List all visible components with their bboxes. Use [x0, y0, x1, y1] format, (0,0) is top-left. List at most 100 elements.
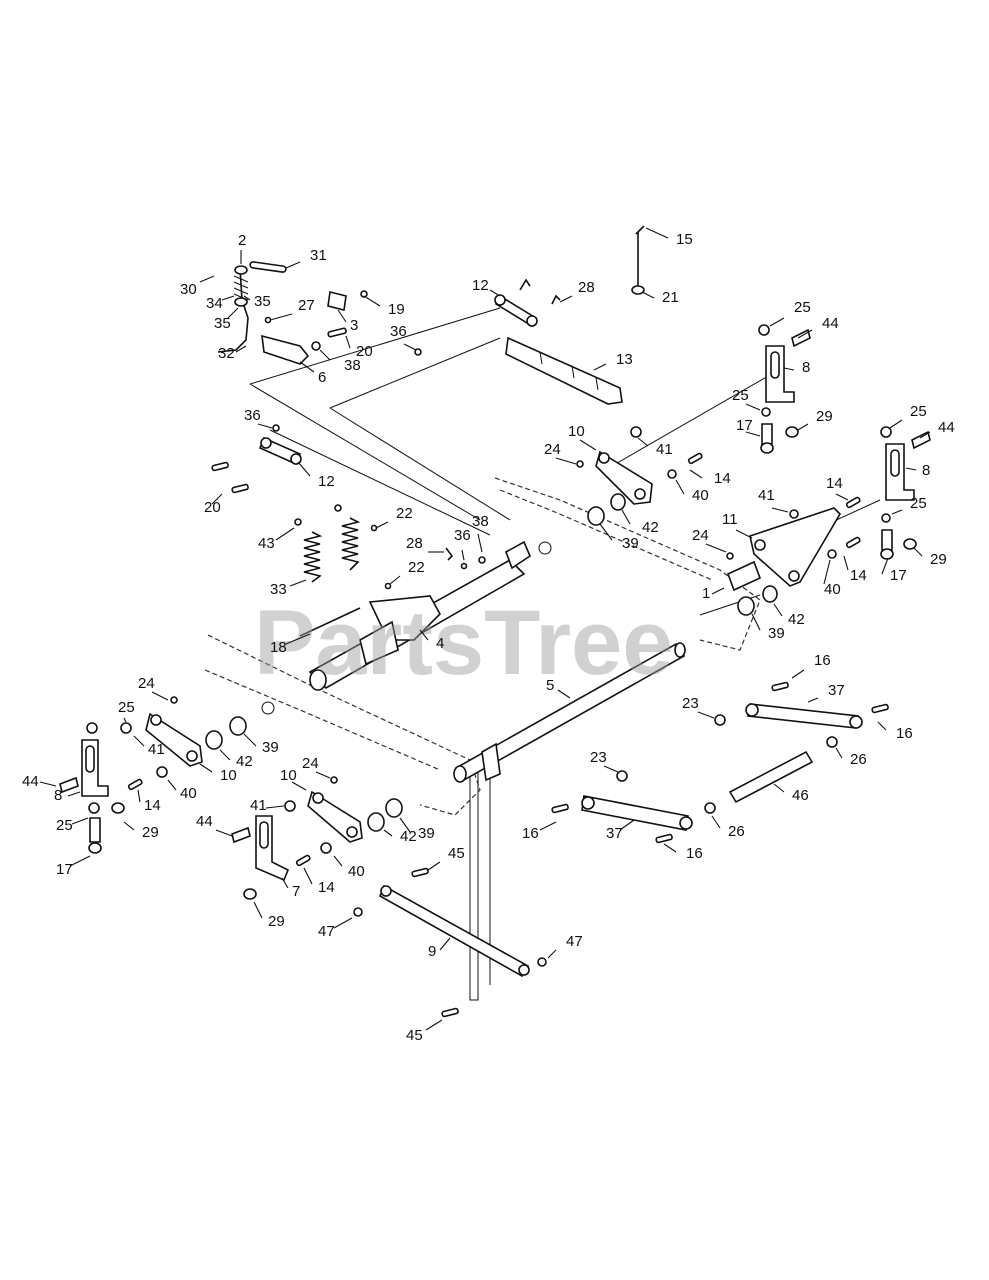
callout-label: 41 — [758, 487, 775, 504]
callout-label: 10 — [568, 423, 585, 440]
callout-leader-line — [559, 295, 573, 303]
callout-label: 29 — [816, 408, 833, 425]
callout-leader-line — [891, 509, 903, 515]
callout-leader-line — [835, 747, 843, 759]
callout-leader-line — [299, 361, 315, 373]
callout-label: 41 — [250, 797, 267, 814]
callout-label: 42 — [236, 753, 253, 770]
callout-leader-line — [221, 295, 235, 301]
callout-leader-line — [285, 261, 301, 269]
bracket-8-lower — [880, 426, 931, 560]
callout-label: 14 — [826, 475, 843, 492]
callout-label: 46 — [792, 787, 809, 804]
callout-label: 24 — [692, 527, 709, 544]
callout-leader-line — [637, 437, 649, 447]
callout-leader-line — [285, 633, 311, 645]
callout-leader-line — [773, 603, 783, 617]
callout-leader-line — [689, 469, 703, 479]
callout-label: 19 — [388, 301, 405, 318]
callout-label: 18 — [270, 639, 287, 656]
callout-leader-line — [735, 529, 753, 539]
callout-leader-line — [281, 877, 289, 889]
callout-label: 1 — [702, 585, 710, 602]
callout-leader-line — [771, 507, 789, 513]
callout-leader-line — [297, 461, 311, 477]
callout-leader-line — [265, 805, 285, 809]
callout-leader-line — [477, 533, 483, 553]
callout-leader-line — [773, 783, 785, 793]
callout-label: 2 — [238, 232, 246, 249]
cross-shaft-5 — [453, 642, 686, 783]
callout-label: 17 — [890, 567, 907, 584]
callout-leader-line — [399, 817, 411, 833]
callout-label: 38 — [344, 357, 361, 374]
callout-label: 31 — [310, 247, 327, 264]
callout-leader-line — [333, 855, 343, 867]
callout-label: 44 — [22, 773, 39, 790]
callout-label: 6 — [318, 369, 326, 386]
callout-label: 10 — [220, 767, 237, 784]
callout-leader-line — [227, 307, 239, 319]
callout-label: 34 — [206, 295, 223, 312]
callout-leader-line — [593, 363, 607, 371]
callout-leader-line — [123, 821, 135, 831]
callout-leader-line — [769, 317, 785, 327]
callout-leader-line — [835, 493, 849, 501]
callout-leader-line — [257, 423, 273, 429]
callout-leader-line — [333, 917, 353, 929]
callout-label: 16 — [896, 725, 913, 742]
plate-10-upper-right — [576, 426, 703, 526]
callout-label: 16 — [686, 845, 703, 862]
callout-leader-line — [645, 227, 669, 239]
callout-leader-line — [797, 423, 809, 431]
callout-label: 37 — [606, 825, 623, 842]
callout-leader-line — [133, 735, 145, 747]
callout-label: 38 — [472, 513, 489, 530]
callout-leader-line — [919, 431, 931, 439]
callout-label: 24 — [138, 675, 155, 692]
callout-leader-line — [711, 587, 725, 595]
callout-leader-line — [375, 521, 389, 529]
callout-label: 14 — [144, 797, 161, 814]
callout-leader-line — [419, 629, 429, 641]
callout-leader-line — [363, 295, 381, 307]
callout-leader-line — [137, 789, 141, 803]
callout-leader-line — [243, 733, 257, 747]
springs — [294, 504, 392, 590]
callout-label: 41 — [656, 441, 673, 458]
callout-label: 25 — [56, 817, 73, 834]
callout-label: 40 — [180, 785, 197, 802]
callout-label: 44 — [938, 419, 955, 436]
callout-label: 30 — [180, 281, 197, 298]
callout-leader-line — [555, 457, 577, 465]
callout-leader-line — [199, 275, 215, 283]
callout-leader-line — [383, 829, 393, 837]
callout-leader-line — [39, 781, 57, 787]
callout-leader-line — [539, 821, 557, 831]
callout-label: 16 — [814, 652, 831, 669]
callout-leader-line — [167, 779, 177, 791]
callout-leader-line — [345, 335, 351, 349]
callout-label: 45 — [448, 845, 465, 862]
callout-leader-line — [881, 557, 889, 575]
callout-leader-line — [783, 367, 795, 371]
callout-label: 8 — [54, 787, 62, 804]
partstree-watermark: PartsTree — [254, 592, 673, 694]
link-12-lower — [211, 424, 302, 494]
callout-label: 29 — [142, 824, 159, 841]
link-9 — [353, 867, 547, 1018]
callout-leader-line — [913, 547, 923, 557]
callout-leader-line — [219, 749, 231, 761]
callout-leader-line — [823, 559, 831, 585]
callout-label: 40 — [692, 487, 709, 504]
callout-label: 3 — [350, 317, 358, 334]
callout-leader-line — [253, 901, 263, 919]
callout-leader-line — [675, 479, 685, 495]
link-12-top — [494, 278, 561, 328]
callout-leader-line — [315, 771, 331, 779]
callout-label: 32 — [218, 345, 235, 362]
callout-label: 17 — [736, 417, 753, 434]
callout-leader-line — [641, 291, 655, 299]
callout-leader-line — [621, 509, 631, 525]
callout-leader-line — [807, 697, 819, 703]
